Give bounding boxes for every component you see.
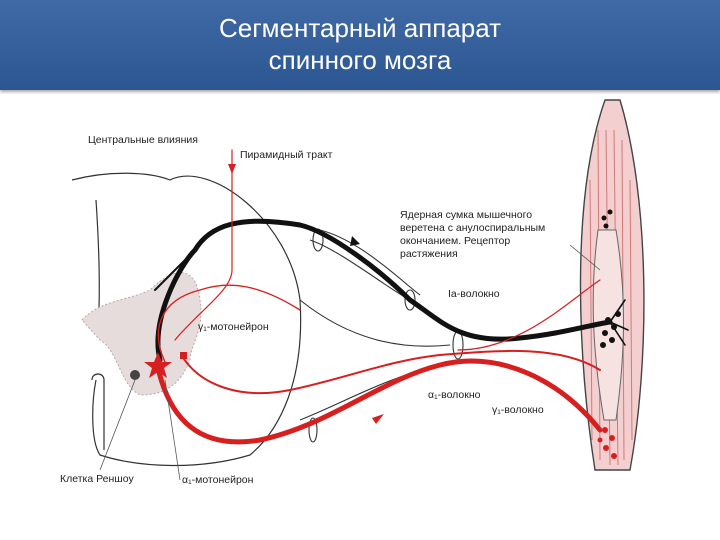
gray-matter	[81, 272, 202, 396]
title-line-2: спинного мозга	[268, 45, 452, 75]
motor-fibers	[155, 149, 603, 445]
nerve-sheath	[299, 228, 464, 443]
muscle	[579, 99, 645, 471]
label-nuclear-bag-1: Ядерная сумка мышечного	[400, 209, 532, 221]
gamma-motoneuron-cell	[180, 352, 187, 359]
label-renshaw-cell: Клетка Реншоу	[60, 473, 134, 485]
label-pyramidal-tract: Пирамидный тракт	[240, 149, 333, 161]
alpha-motoneuron-cell	[144, 352, 172, 378]
label-gamma-motoneuron: γ₁-мотонейрон	[198, 321, 269, 333]
renshaw-cell	[130, 370, 140, 380]
label-alpha-fiber: α₁-волокно	[428, 389, 481, 401]
title-line-1: Сегментарный аппарат	[218, 13, 502, 43]
ia-afferent-fiber	[154, 218, 629, 363]
label-central-influences: Центральные влияния	[88, 134, 198, 146]
label-nuclear-bag-3: окончанием. Рецептор	[400, 235, 510, 247]
label-nuclear-bag-2: веретена с анулоспиральным	[400, 222, 545, 234]
slide-title: Сегментарный аппарат спинного мозга	[0, 12, 720, 76]
label-ia-fiber: Ia-волокно	[448, 288, 500, 300]
motor-direction-arrow	[372, 414, 384, 424]
pyramidal-arrow	[228, 164, 236, 174]
label-nuclear-bag-4: растяжения	[400, 248, 458, 260]
label-alpha-motoneuron: α₁-мотонейрон	[182, 474, 254, 486]
muscle-spindle	[592, 229, 624, 421]
leader-lines	[99, 244, 601, 481]
title-bar: Сегментарный аппарат спинного мозга	[0, 0, 720, 90]
afferent-direction-arrow	[350, 236, 360, 246]
label-gamma-fiber: γ₁-волокно	[492, 404, 544, 416]
